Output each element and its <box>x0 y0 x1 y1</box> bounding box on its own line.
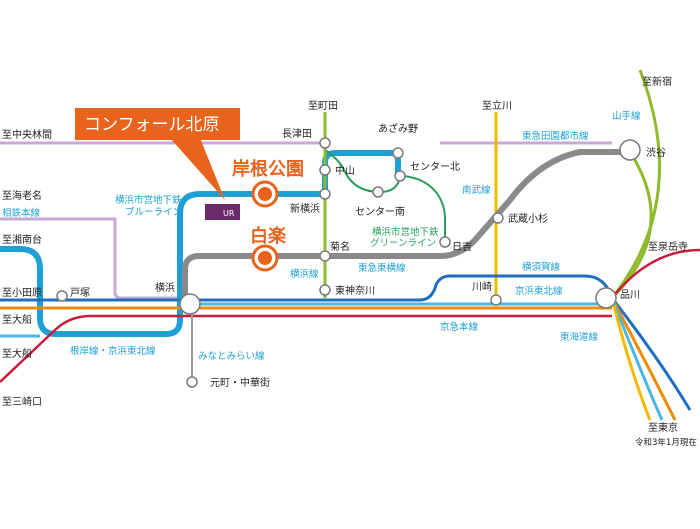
station-totsuka <box>56 290 68 302</box>
line-label-negishi: 根岸線・京浜東北線 <box>70 345 156 357</box>
label-totsuka: 戸塚 <box>70 287 90 299</box>
line-label-keihin-tohoku: 京浜東北線 <box>515 285 563 297</box>
toyoko-line <box>182 149 630 298</box>
line-label-yokohama: 横浜線 <box>290 268 319 280</box>
line-label-keikyu: 京急本線 <box>440 321 479 333</box>
featured-kishine-marker <box>251 180 279 208</box>
label-shinagawa: 品川 <box>620 289 640 301</box>
yamanote-arc <box>610 69 661 299</box>
tokyo-curve-2 <box>610 297 677 421</box>
line-label-nambu: 南武線 <box>462 184 491 196</box>
green-line <box>324 149 446 242</box>
label-nakayama: 中山 <box>335 164 355 177</box>
station-azamino <box>392 147 404 159</box>
dest-misakiguchi: 至三崎口 <box>2 395 42 408</box>
station-nagatsuta <box>319 137 331 149</box>
label-shibuya: 渋谷 <box>646 146 666 159</box>
station-shibuya <box>619 139 641 161</box>
ur-logo-box <box>205 204 240 220</box>
station-center-minami <box>372 186 384 198</box>
label-hakuraku: 白楽 <box>250 225 287 247</box>
station-nakayama <box>319 164 331 176</box>
keikyu-line <box>0 314 612 383</box>
station-center-kita <box>394 170 406 182</box>
tokyo-curve-1 <box>610 297 692 411</box>
dest-shinjuku: 至新宿 <box>642 75 672 88</box>
dest-ebina: 至海老名 <box>2 189 42 202</box>
date-note: 令和3年1月現在 <box>635 437 697 448</box>
station-shin-yokohama <box>319 188 331 200</box>
station-higashi-kanagawa <box>319 284 331 296</box>
station-kawasaki <box>490 294 502 306</box>
station-motomachi <box>186 376 198 388</box>
label-musashi-kosugi: 武蔵小杉 <box>508 212 548 225</box>
callout-box <box>75 108 240 140</box>
ur-logo-text: UR <box>223 209 235 218</box>
label-kikuna: 菊名 <box>330 240 350 253</box>
label-kishine: 岸根公園 <box>232 158 304 180</box>
featured-hakuraku-marker <box>251 244 279 272</box>
dest-ofuna1: 至大船 <box>2 313 32 326</box>
callout-pointer <box>170 138 225 200</box>
station-musashi-kosugi <box>492 212 504 224</box>
label-higashi-kanagawa: 東神奈川 <box>335 284 375 297</box>
label-yokohama: 横浜 <box>155 281 175 294</box>
line-label-tokaido: 東海道線 <box>560 331 599 343</box>
line-label-denentoshi: 東急田園都市線 <box>522 130 589 142</box>
dest-chuorinkan: 至中央林間 <box>2 128 52 141</box>
label-hiyoshi: 日吉 <box>452 241 472 253</box>
label-motomachi: 元町・中華街 <box>210 376 270 389</box>
tokyo-curve-3 <box>610 297 664 421</box>
dest-odawara: 至小田原 <box>2 287 42 299</box>
line-label-yokosuka: 横須賀線 <box>522 261 561 273</box>
line-label-blue-2: ブルーライン <box>125 206 182 218</box>
station-hiyoshi <box>439 236 451 248</box>
label-nagatsuta: 長津田 <box>282 128 312 140</box>
yokosuka-line <box>0 274 614 302</box>
label-center-kita: センター北 <box>410 161 460 173</box>
dest-izumidake: 至泉岳寺 <box>648 240 688 253</box>
callout-text: コンフォール北原 <box>84 115 220 135</box>
station-kikuna <box>319 250 331 262</box>
line-label-minatomirai: みなとみらい線 <box>198 350 265 362</box>
station-shinagawa <box>595 287 617 309</box>
station-yokohama <box>179 293 201 315</box>
line-label-sotetsu: 相鉄本線 <box>2 207 41 219</box>
line-label-toyoko: 東急東横線 <box>358 262 406 274</box>
dest-tachikawa: 至立川 <box>482 99 512 112</box>
line-label-blue-1: 横浜市営地下鉄 <box>115 194 182 206</box>
label-azamino: あざみ野 <box>378 122 418 135</box>
dest-ofuna2: 至大船 <box>2 347 32 360</box>
line-label-green-2: グリーンライン <box>370 237 436 249</box>
label-center-minami: センター南 <box>355 205 405 218</box>
label-shin-yokohama: 新横浜 <box>290 202 320 215</box>
blue-line-south <box>0 191 280 337</box>
sotetsu-line <box>0 217 192 300</box>
izumidake-curve <box>611 248 700 299</box>
tokyo-curve-4 <box>610 297 652 421</box>
label-kawasaki: 川崎 <box>472 280 492 293</box>
dest-tokyo: 至東京 <box>648 421 678 434</box>
dest-machida: 至町田 <box>308 100 338 112</box>
line-label-green-1: 横浜市営地下鉄 <box>372 226 439 238</box>
dest-shonandai: 至湘南台 <box>2 233 42 246</box>
line-label-yamanote: 山手線 <box>612 110 641 122</box>
